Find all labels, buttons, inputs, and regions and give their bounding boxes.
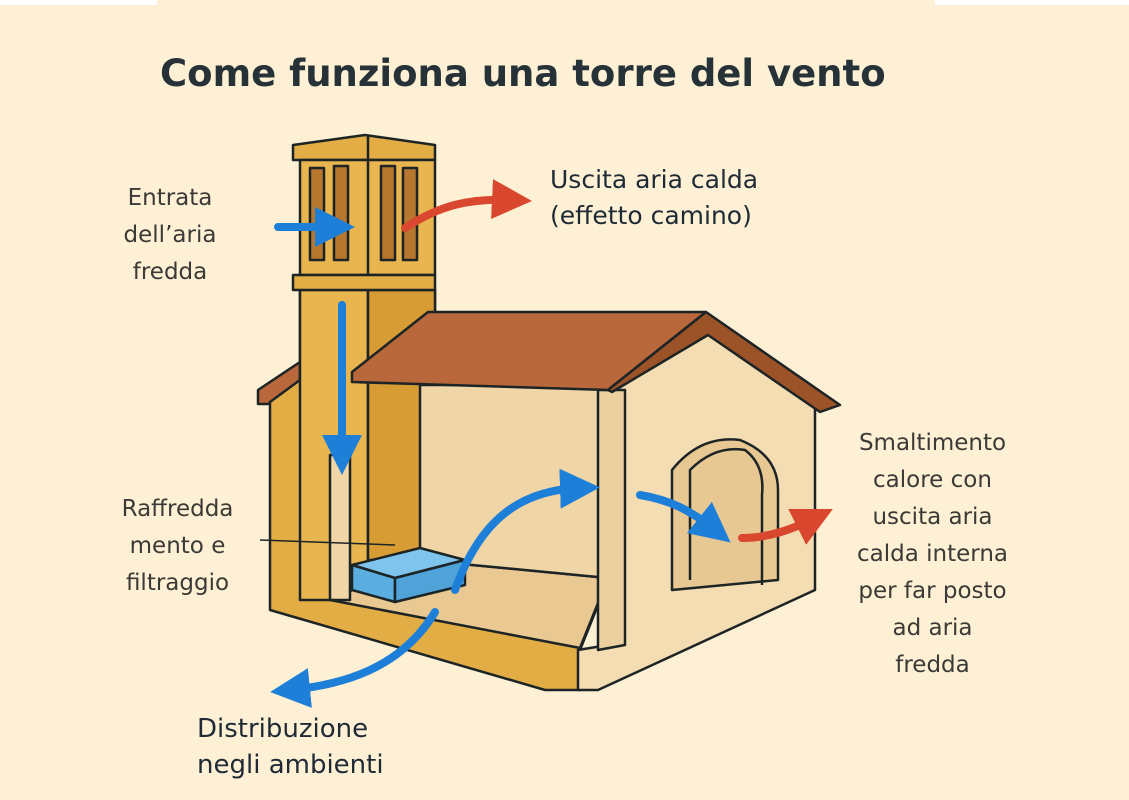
label-heat-disposal: Smaltimento calore con uscita aria calda… (857, 430, 1008, 678)
label-cooling: Raffredda mento e filtraggio (121, 496, 234, 596)
tower-cap (291, 133, 437, 162)
label-distribution: Distribuzione negli ambienti (197, 714, 384, 780)
top-white-strip (0, 0, 157, 5)
label-hot-air-out: Uscita aria calda (effetto camino) (550, 165, 759, 230)
hot-air-out-arrow (401, 179, 532, 232)
distribution-out-arrow (270, 608, 439, 708)
heat-exhaust-arrow (738, 509, 833, 545)
label-cold-air-in: Entrata dell’aria fredda (123, 185, 217, 285)
interior-wall (418, 383, 610, 580)
inner-flow-arrow (636, 491, 731, 543)
cooling-leader-line (259, 539, 396, 546)
page-title: Come funziona una torre del vento (160, 52, 886, 95)
building (256, 133, 842, 692)
distribution-up-arrow (451, 468, 600, 594)
top-white-strip (935, 0, 1129, 5)
